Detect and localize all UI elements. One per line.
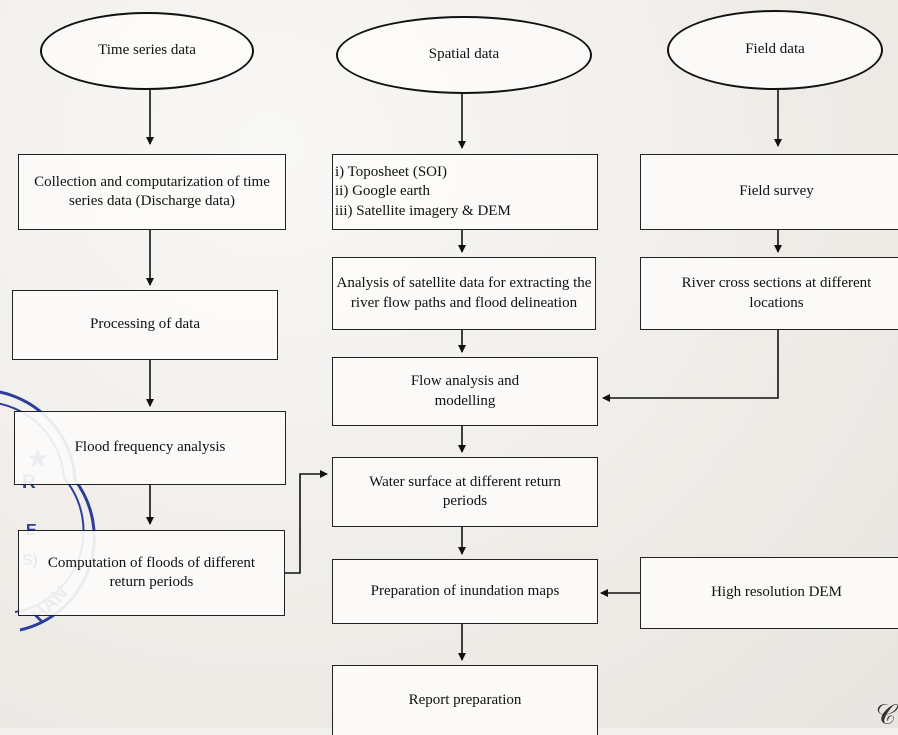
ellipse-spatial-data: Spatial data bbox=[336, 16, 592, 94]
ellipse-label: Field data bbox=[745, 41, 805, 58]
box-label: High resolution DEM bbox=[711, 584, 842, 601]
box-label: Field survey bbox=[739, 183, 814, 200]
ellipse-label: Time series data bbox=[98, 42, 196, 59]
box-cross-sections: River cross sections at different locati… bbox=[640, 257, 898, 330]
box-label: Flow analysis and modelling bbox=[410, 373, 520, 409]
box-analysis: Analysis of satellite data for extractin… bbox=[332, 257, 596, 330]
box-label: Collection and computarization of time s… bbox=[34, 173, 270, 210]
box-label: Water surface at different return period… bbox=[369, 473, 561, 510]
arrow bbox=[602, 330, 779, 402]
box-water-surface: Water surface at different return period… bbox=[332, 457, 598, 527]
box-processing: Processing of data bbox=[12, 290, 278, 360]
box-label: Report preparation bbox=[408, 691, 522, 708]
handwritten-mark: 𝒞 bbox=[875, 698, 896, 731]
box-high-resolution-dem: High resolution DEM bbox=[640, 557, 898, 629]
box-label: Preparation of inundation maps bbox=[370, 582, 560, 599]
box-label: River cross sections at different locati… bbox=[681, 275, 872, 311]
ellipse-time-series: Time series data bbox=[40, 12, 254, 90]
spatial-input-item: ii) Google earth bbox=[335, 183, 430, 200]
ellipse-field-data: Field data bbox=[667, 10, 883, 90]
spatial-input-item: iii) Satellite imagery & DEM bbox=[335, 202, 511, 219]
box-preparation: Preparation of inundation maps bbox=[332, 559, 598, 624]
box-label: Processing of data bbox=[90, 316, 200, 333]
box-collection: Collection and computarization of time s… bbox=[18, 154, 286, 230]
box-computation: Computation of floods of different retur… bbox=[18, 530, 285, 616]
box-flood-frequency: Flood frequency analysis bbox=[14, 411, 286, 485]
box-flow-analysis: Flow analysis and modelling bbox=[332, 357, 598, 426]
box-spatial-inputs: i) Toposheet (SOI) ii) Google earth iii)… bbox=[332, 154, 598, 230]
spatial-input-item: i) Toposheet (SOI) bbox=[335, 163, 447, 180]
box-label: Computation of floods of different retur… bbox=[47, 554, 256, 591]
ellipse-label: Spatial data bbox=[428, 46, 500, 63]
arrow bbox=[285, 470, 328, 574]
box-field-survey: Field survey bbox=[640, 154, 898, 230]
box-label: Analysis of satellite data for extractin… bbox=[336, 275, 592, 311]
box-label: Flood frequency analysis bbox=[74, 439, 226, 456]
box-report: Report preparation bbox=[332, 665, 598, 735]
